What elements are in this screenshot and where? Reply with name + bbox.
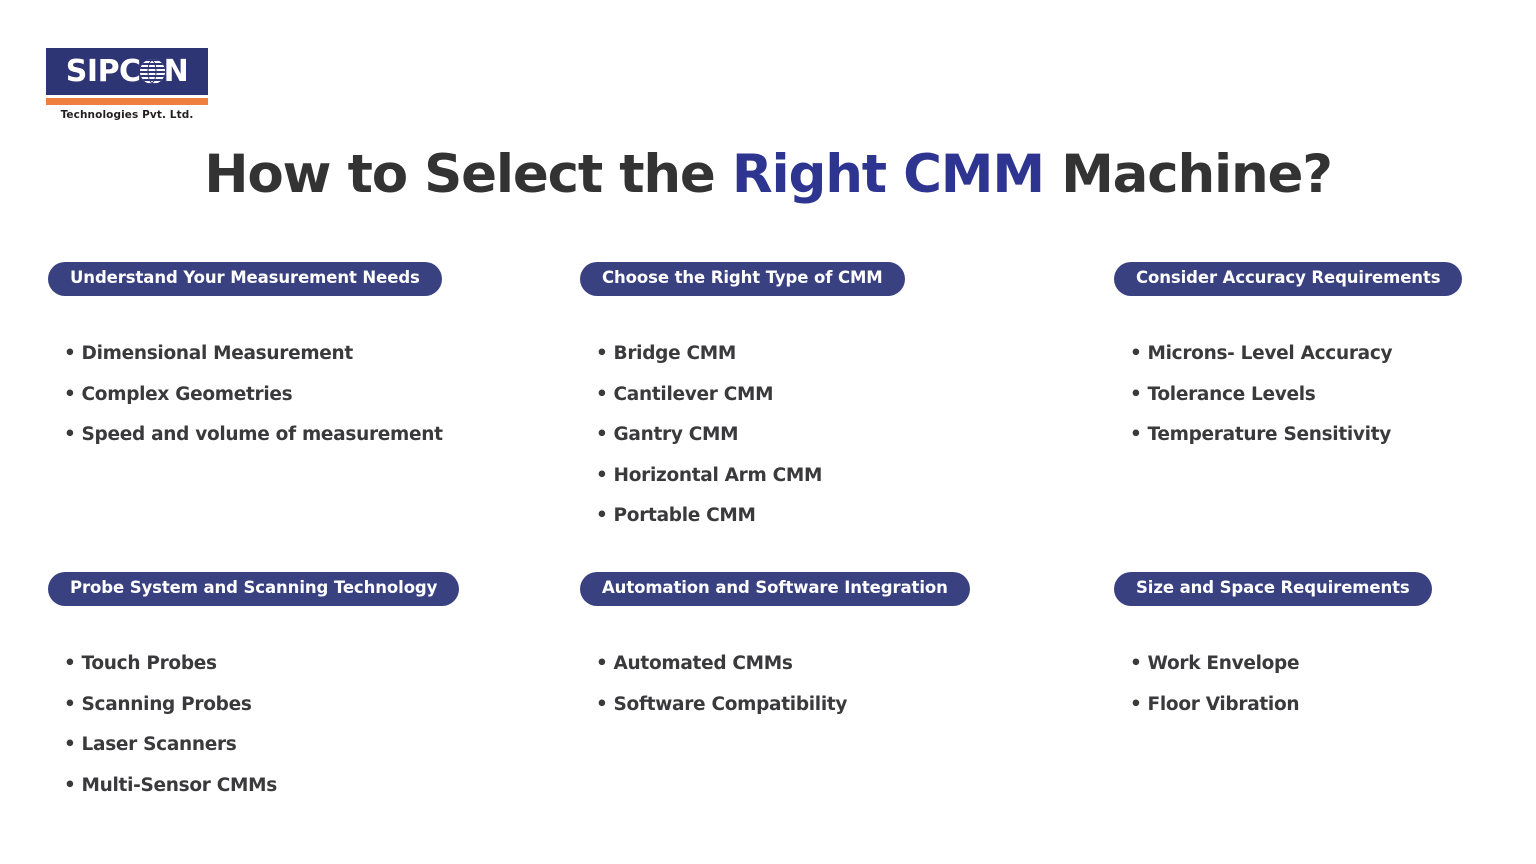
list-item: •Floor Vibration <box>1130 693 1534 715</box>
section-bullet-list: •Work Envelope •Floor Vibration <box>1130 653 1534 715</box>
page-title-part1: How to Select the <box>204 143 732 205</box>
company-logo: SIPC N Technologies Pvt. Ltd. <box>46 48 208 121</box>
section-heading: Automation and Software Integration <box>580 572 970 607</box>
list-item: •Automated CMMs <box>596 653 1080 675</box>
list-item: •Scanning Probes <box>64 693 548 715</box>
section-bullet-list: •Dimensional Measurement •Complex Geomet… <box>64 343 548 446</box>
logo-wordmark: SIPC N <box>65 53 189 89</box>
section-bullet-list: •Bridge CMM •Cantilever CMM •Gantry CMM … <box>596 343 1080 527</box>
list-item: •Complex Geometries <box>64 383 548 405</box>
bullet-icon: • <box>596 653 608 675</box>
list-item: •Temperature Sensitivity <box>1130 424 1534 446</box>
bullet-icon: • <box>596 424 608 446</box>
list-item: •Cantilever CMM <box>596 383 1080 405</box>
list-item: •Portable CMM <box>596 505 1080 527</box>
list-item-label: Complex Geometries <box>81 383 293 405</box>
list-item-label: Cantilever CMM <box>613 383 774 405</box>
section-heading: Choose the Right Type of CMM <box>580 262 905 297</box>
section-bullet-list: •Microns- Level Accuracy •Tolerance Leve… <box>1130 343 1534 446</box>
bullet-icon: • <box>64 653 76 675</box>
page-title-accent: Right CMM <box>731 143 1045 205</box>
list-item-label: Microns- Level Accuracy <box>1147 343 1393 365</box>
page-title-part2: Machine? <box>1043 143 1333 205</box>
list-item-label: Work Envelope <box>1147 653 1300 675</box>
globe-icon <box>139 59 165 84</box>
bullet-icon: • <box>1130 424 1142 446</box>
logo-accent-rule <box>46 98 208 105</box>
bullet-icon: • <box>1130 653 1142 675</box>
bullet-icon: • <box>64 383 76 405</box>
list-item-label: Gantry CMM <box>613 424 739 446</box>
section-heading: Understand Your Measurement Needs <box>48 262 442 297</box>
section-choose-the-right-type-of-cmm: Choose the Right Type of CMM •Bridge CMM… <box>580 262 1080 526</box>
list-item: •Horizontal Arm CMM <box>596 464 1080 486</box>
list-item-label: Laser Scanners <box>81 734 237 756</box>
section-bullet-list: •Touch Probes •Scanning Probes •Laser Sc… <box>64 653 548 796</box>
list-item-label: Tolerance Levels <box>1147 383 1316 405</box>
list-item: •Tolerance Levels <box>1130 383 1534 405</box>
section-heading: Size and Space Requirements <box>1114 572 1432 607</box>
section-size-and-space-requirements: Size and Space Requirements •Work Envelo… <box>1114 572 1534 714</box>
bullet-icon: • <box>1130 343 1142 365</box>
list-item: •Laser Scanners <box>64 734 548 756</box>
list-item: •Dimensional Measurement <box>64 343 548 365</box>
section-bullet-list: •Automated CMMs •Software Compatibility <box>596 653 1080 715</box>
list-item-label: Scanning Probes <box>81 693 252 715</box>
bullet-icon: • <box>596 505 608 527</box>
list-item: •Microns- Level Accuracy <box>1130 343 1534 365</box>
section-automation-and-software-integration: Automation and Software Integration •Aut… <box>580 572 1080 714</box>
bullet-icon: • <box>64 693 76 715</box>
list-item-label: Multi-Sensor CMMs <box>81 774 278 796</box>
bullet-icon: • <box>596 343 608 365</box>
section-understand-your-measurement-needs: Understand Your Measurement Needs •Dimen… <box>48 262 548 445</box>
section-heading: Consider Accuracy Requirements <box>1114 262 1463 297</box>
list-item-label: Speed and volume of measurement <box>81 424 443 446</box>
bullet-icon: • <box>64 424 76 446</box>
list-item: •Bridge CMM <box>596 343 1080 365</box>
bullet-icon: • <box>64 774 76 796</box>
list-item-label: Temperature Sensitivity <box>1147 424 1392 446</box>
section-heading: Probe System and Scanning Technology <box>48 572 460 607</box>
list-item-label: Floor Vibration <box>1147 693 1300 715</box>
bullet-icon: • <box>64 734 76 756</box>
list-item-label: Portable CMM <box>613 505 756 527</box>
list-item-label: Dimensional Measurement <box>81 343 354 365</box>
bullet-icon: • <box>596 464 608 486</box>
list-item: •Gantry CMM <box>596 424 1080 446</box>
list-item-label: Touch Probes <box>81 653 218 675</box>
bullet-icon: • <box>1130 693 1142 715</box>
list-item-label: Automated CMMs <box>613 653 793 675</box>
page-title: How to Select the Right CMM Machine? <box>0 144 1536 205</box>
list-item: •Touch Probes <box>64 653 548 675</box>
logo-tagline: Technologies Pvt. Ltd. <box>60 109 194 121</box>
list-item-label: Horizontal Arm CMM <box>613 464 823 486</box>
section-probe-system-and-scanning-technology: Probe System and Scanning Technology •To… <box>48 572 548 795</box>
bullet-icon: • <box>1130 383 1142 405</box>
list-item-label: Software Compatibility <box>613 693 848 715</box>
bullet-icon: • <box>64 343 76 365</box>
list-item: •Multi-Sensor CMMs <box>64 774 548 796</box>
list-item: •Speed and volume of measurement <box>64 424 548 446</box>
section-consider-accuracy-requirements: Consider Accuracy Requirements •Microns-… <box>1114 262 1534 445</box>
logo-wordmark-part2: N <box>163 53 189 89</box>
list-item: •Software Compatibility <box>596 693 1080 715</box>
logo-badge: SIPC N <box>46 48 208 95</box>
bullet-icon: • <box>596 693 608 715</box>
list-item-label: Bridge CMM <box>613 343 737 365</box>
list-item: •Work Envelope <box>1130 653 1534 675</box>
bullet-icon: • <box>596 383 608 405</box>
logo-wordmark-part1: SIPC <box>65 53 141 89</box>
